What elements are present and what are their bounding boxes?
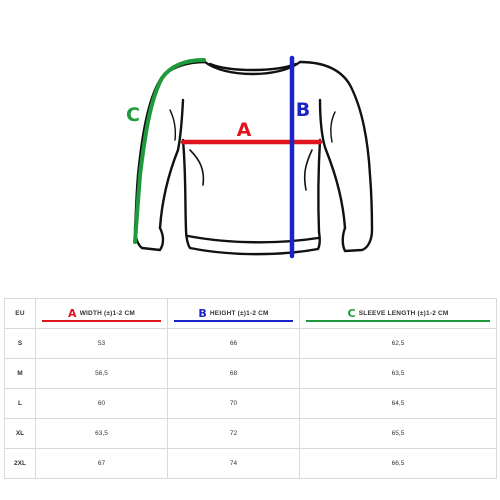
header-height-underline (174, 320, 293, 322)
sleeve-cell: 63,5 (299, 358, 497, 389)
height-label-b: B (296, 99, 310, 121)
header-width-label: WIDTH (±)1-2 CM (79, 310, 136, 317)
header-width-underline (42, 320, 161, 322)
header-sleeve-length: C SLEEVE LENGTH (±)1-2 CM (299, 298, 497, 329)
sleeve-length-measure-line (133, 58, 206, 244)
header-corner-eu: EU (4, 298, 36, 329)
table-row: M 56,5 68 63,5 (4, 358, 497, 389)
sweatshirt-diagram: A B C (126, 55, 374, 259)
size-cell: L (4, 388, 36, 419)
size-chart-table-container: EU A WIDTH (±)1-2 CM B HEIGHT (±)1-2 CM (4, 298, 497, 479)
width-cell: 60 (35, 388, 168, 419)
size-cell: 2XL (4, 448, 36, 479)
header-sleeve-letter: C (347, 307, 356, 320)
size-chart-table: EU A WIDTH (±)1-2 CM B HEIGHT (±)1-2 CM (4, 298, 497, 479)
size-cell: M (4, 358, 36, 389)
width-label-a: A (237, 119, 252, 141)
table-header-row: EU A WIDTH (±)1-2 CM B HEIGHT (±)1-2 CM (4, 298, 497, 329)
sleeve-cell: 65,5 (299, 418, 497, 449)
header-height-letter: B (198, 307, 207, 320)
sleeve-label-c: C (126, 104, 140, 126)
sleeve-cell: 66,5 (299, 448, 497, 479)
table-row: S 53 66 62,5 (4, 328, 497, 359)
table-row: L 60 70 64,5 (4, 388, 497, 419)
width-cell: 53 (35, 328, 168, 359)
header-sleeve-label: SLEEVE LENGTH (±)1-2 CM (358, 310, 449, 317)
size-cell: XL (4, 418, 36, 449)
size-cell: S (4, 328, 36, 359)
table-row: 2XL 67 74 66,5 (4, 448, 497, 479)
header-height-label: HEIGHT (±)1-2 CM (209, 310, 269, 317)
height-cell: 68 (167, 358, 300, 389)
sleeve-cell: 62,5 (299, 328, 497, 359)
header-height: B HEIGHT (±)1-2 CM (167, 298, 300, 329)
width-cell: 56,5 (35, 358, 168, 389)
width-cell: 67 (35, 448, 168, 479)
height-cell: 70 (167, 388, 300, 419)
header-width-letter: A (67, 307, 77, 320)
sleeve-cell: 64,5 (299, 388, 497, 419)
height-cell: 66 (167, 328, 300, 359)
header-sleeve-underline (306, 320, 490, 322)
height-cell: 74 (167, 448, 300, 479)
sweatshirt-outline-icon (133, 60, 374, 256)
height-cell: 72 (167, 418, 300, 449)
width-cell: 63,5 (35, 418, 168, 449)
header-width: A WIDTH (±)1-2 CM (35, 298, 168, 329)
table-row: XL 63,5 72 65,5 (4, 418, 497, 449)
